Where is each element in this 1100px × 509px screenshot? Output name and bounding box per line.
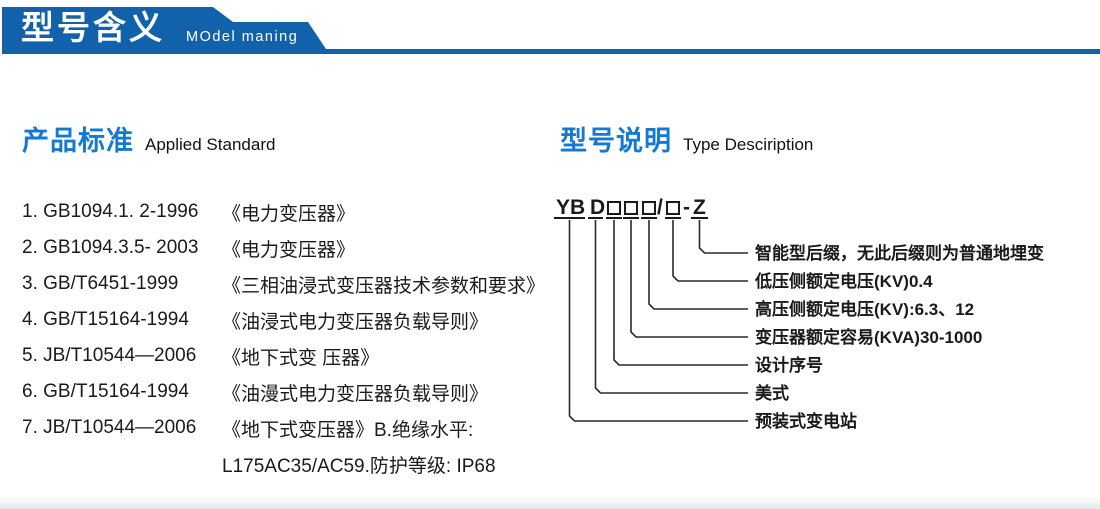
standard-title: 《地下式变 压器》: [222, 347, 380, 369]
standard-code: 6. GB/T15164-1994: [22, 381, 189, 402]
code-box: [607, 201, 621, 215]
standard-title: L175AC35/AC59.防护等级: IP68: [222, 455, 496, 477]
connector-line: [648, 220, 748, 310]
page-title: 型号含义: [21, 9, 165, 46]
type-description-heading-en: Type Desciription: [683, 135, 814, 154]
standard-code: 4. GB/T15164-1994: [22, 309, 189, 330]
standard-code: 2. GB1094.3.5- 2003: [22, 237, 199, 258]
connector-line: [698, 220, 748, 254]
standard-row: 2. GB1094.3.5- 2003 《电力变压器》: [22, 230, 542, 266]
code-char: -: [683, 196, 690, 219]
type-description-heading-cn: 型号说明: [560, 126, 672, 156]
standard-title: 《油漫式电力变压器负载导则》: [222, 383, 489, 405]
diagram-label: 变压器额定容易(KVA)30-1000: [755, 327, 982, 347]
standard-title: 《电力变压器》: [222, 239, 356, 261]
connector-line: [630, 220, 748, 338]
standard-title: 《电力变压器》: [222, 203, 356, 225]
page-subtitle: MOdel maning: [186, 29, 299, 45]
applied-standard-heading-cn: 产品标准: [22, 126, 134, 156]
code-box: [624, 201, 638, 215]
code-char: /: [657, 196, 663, 219]
connector-line: [613, 220, 748, 366]
standard-row: 6. GB/T15164-1994 《油漫式电力变压器负载导则》: [22, 374, 542, 410]
standard-row: 5. JB/T10544—2006 《地下式变 压器》: [22, 338, 542, 374]
applied-standard-heading: 产品标准 Applied Standard: [22, 119, 275, 158]
diagram-label: 预装式变电站: [755, 411, 857, 431]
diagram-label: 高压侧额定电压(KV):6.3、12: [755, 299, 974, 319]
standard-row: 4. GB/T15164-1994 《油浸式电力变压器负载导则》: [22, 302, 542, 338]
applied-standard-heading-en: Applied Standard: [145, 135, 276, 154]
standard-code: 5. JB/T10544—2006: [22, 345, 197, 366]
diagram-label: 智能型后缀，无此后缀则为普通地埋变: [755, 243, 1044, 263]
standard-title: 《油浸式电力变压器负载导则》: [222, 311, 489, 333]
standard-code: 3. GB/T6451-1999: [22, 273, 179, 294]
diagram-label: 美式: [755, 383, 789, 403]
standard-row: 1. GB1094.1. 2-1996 《电力变压器》: [22, 194, 542, 230]
standard-row: 7. JB/T10544—2006 《地下式变压器》B.绝缘水平:: [22, 410, 542, 446]
code-char: YB: [556, 196, 585, 219]
type-description-heading: 型号说明 Type Desciription: [560, 119, 813, 158]
diagram-label: 设计序号: [755, 355, 823, 375]
footer-fade: [0, 495, 1100, 509]
standard-row: 3. GB/T6451-1999 《三相油浸式变压器技术参数和要求》: [22, 266, 546, 302]
standard-row: L175AC35/AC59.防护等级: IP68: [22, 446, 542, 482]
connector-line: [568, 220, 748, 422]
code-char: Z: [693, 196, 706, 219]
code-box: [642, 201, 656, 215]
diagram-label: 低压侧额定电压(KV)0.4: [754, 271, 933, 291]
code-box: [666, 201, 680, 215]
standards-list: 1. GB1094.1. 2-1996《电力变压器》2. GB1094.3.5-…: [22, 194, 546, 482]
code-char: D: [590, 196, 605, 219]
standard-title: 《地下式变压器》B.绝缘水平:: [222, 419, 474, 441]
connector-line: [594, 220, 748, 394]
standard-title: 《三相油浸式变压器技术参数和要求》: [222, 275, 546, 297]
connector-line: [672, 220, 748, 282]
standard-code: 1. GB1094.1. 2-1996: [22, 201, 199, 222]
header-banner: [2, 7, 1100, 54]
standard-code: 7. JB/T10544—2006: [22, 417, 197, 438]
